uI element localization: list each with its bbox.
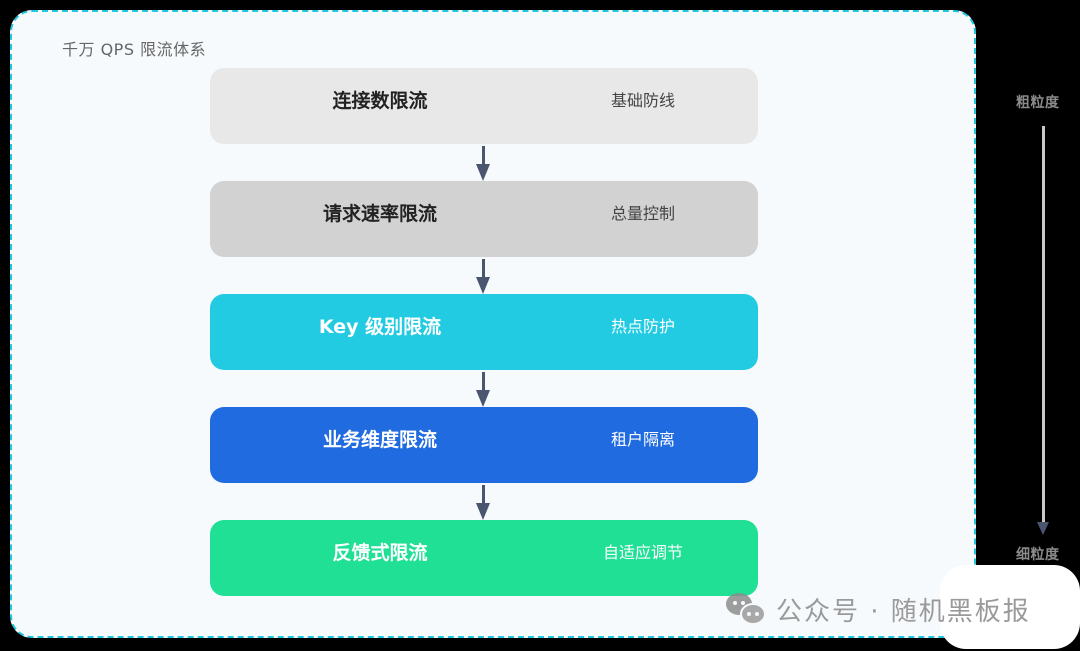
watermark-text: 公众号 · 随机黑板报 bbox=[776, 596, 1031, 627]
wechat-icon bbox=[726, 591, 768, 627]
watermark: 公众号 · 随机黑板报 bbox=[726, 590, 1031, 628]
layer-key-limit: Key 级别限流 热点防护 bbox=[210, 294, 758, 370]
layer-name: 请求速率限流 bbox=[322, 203, 437, 225]
layer-desc: 总量控制 bbox=[610, 204, 675, 223]
fine-granularity-label: 细粒度 bbox=[1016, 547, 1060, 563]
watermark-backdrop bbox=[940, 565, 1080, 649]
layer-business-limit: 业务维度限流 租户隔离 bbox=[210, 407, 758, 483]
arrow-down-icon bbox=[1037, 522, 1049, 535]
diagram-title: 千万 QPS 限流体系 bbox=[62, 40, 207, 59]
layer-desc: 自适应调节 bbox=[602, 543, 683, 562]
layer-desc: 租户隔离 bbox=[610, 430, 675, 449]
layer-name: 连接数限流 bbox=[332, 90, 428, 112]
layer-desc: 基础防线 bbox=[610, 91, 675, 110]
arrow-down-icon bbox=[476, 485, 490, 523]
layer-name: 业务维度限流 bbox=[322, 429, 437, 451]
layer-connection-limit: 连接数限流 基础防线 bbox=[210, 68, 758, 144]
granularity-axis bbox=[1042, 126, 1045, 524]
layer-request-rate-limit: 请求速率限流 总量控制 bbox=[210, 181, 758, 257]
arrow-down-icon bbox=[476, 146, 490, 184]
layer-feedback-limit: 反馈式限流 自适应调节 bbox=[210, 520, 758, 596]
arrow-down-icon bbox=[476, 372, 490, 410]
layer-desc: 热点防护 bbox=[610, 317, 675, 336]
coarse-granularity-label: 粗粒度 bbox=[1016, 95, 1060, 111]
layer-name: Key 级别限流 bbox=[318, 316, 442, 338]
arrow-down-icon bbox=[476, 259, 490, 297]
layer-name: 反馈式限流 bbox=[332, 542, 428, 564]
